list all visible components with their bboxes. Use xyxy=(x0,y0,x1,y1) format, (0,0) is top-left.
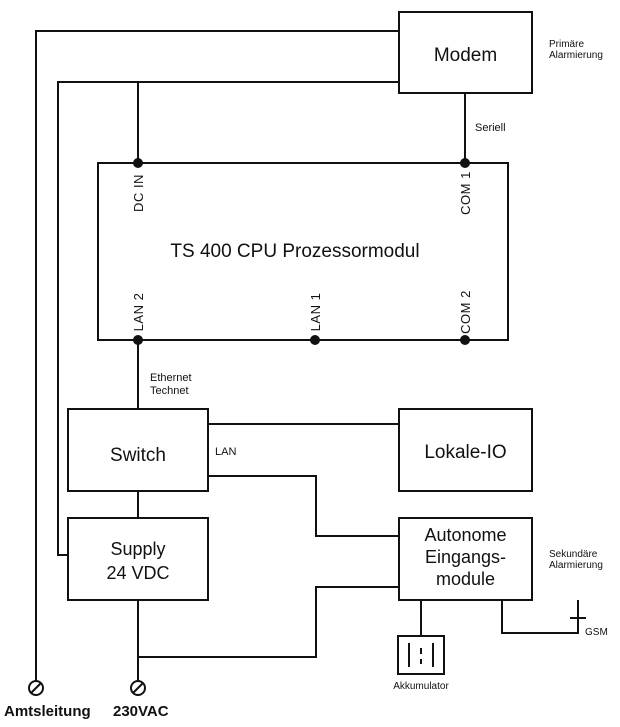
port-com2: COM 2 xyxy=(458,290,473,334)
autonome-label-line-2: Eingangs- xyxy=(425,547,506,567)
ethernet-label-line-1: Ethernet xyxy=(150,372,192,384)
autonome-label-line-1: Autonome xyxy=(424,525,506,545)
gsm-label: GSM xyxy=(585,627,608,638)
akkumulator-icon xyxy=(397,635,445,675)
switch-label: Switch xyxy=(110,445,166,466)
lokale-io-block: Lokale-IO xyxy=(398,408,533,492)
cpu-label: TS 400 CPU Prozessormodul xyxy=(170,241,419,262)
sekundaere-alarmierung-line-2: Alarmierung xyxy=(549,560,603,571)
modem-label: Modem xyxy=(434,45,497,66)
sekundaere-alarmierung-line-1: Sekundäre xyxy=(549,549,598,560)
port-lan2: LAN 2 xyxy=(131,293,146,332)
supply-block: Supply 24 VDC xyxy=(67,517,209,601)
port-com1: COM 1 xyxy=(458,171,473,215)
dot-lan2 xyxy=(133,335,143,345)
wire-supply-modem xyxy=(57,81,399,556)
wire-amtsleitung-modem xyxy=(35,30,399,681)
primaere-alarmierung-line-2: Alarmierung xyxy=(549,50,603,61)
lokale-io-label: Lokale-IO xyxy=(424,442,506,463)
dot-com2 xyxy=(460,335,470,345)
vac-terminal xyxy=(130,680,146,696)
wire-gsm xyxy=(501,600,579,634)
cpu-block: TS 400 CPU Prozessormodul xyxy=(97,162,509,341)
ethernet-label-line-2: Technet xyxy=(150,385,189,397)
dot-com1 xyxy=(460,158,470,168)
switch-block: Switch xyxy=(67,408,209,492)
dot-lan1 xyxy=(310,335,320,345)
wiring xyxy=(35,30,586,681)
vac-label: 230VAC xyxy=(113,703,169,720)
autonome-label-line-3: module xyxy=(436,569,495,589)
amtsleitung-label: Amtsleitung xyxy=(4,703,91,720)
seriell-label: Seriell xyxy=(475,122,506,134)
port-dc-in: DC IN xyxy=(131,174,146,212)
lan-label: LAN xyxy=(215,446,236,458)
port-lan1: LAN 1 xyxy=(308,293,323,332)
supply-label-line-2: 24 VDC xyxy=(106,563,169,583)
wire-lan-autonome xyxy=(208,475,399,537)
amtsleitung-terminal xyxy=(28,680,44,696)
wire-bus-autonome xyxy=(138,586,399,658)
dot-dc-in xyxy=(133,158,143,168)
modem-block: Modem xyxy=(398,11,533,94)
connection-dots xyxy=(133,158,470,345)
supply-label-line-1: Supply xyxy=(110,539,165,559)
primaere-alarmierung-line-1: Primäre xyxy=(549,39,584,50)
akkumulator-label: Akkumulator xyxy=(393,681,449,692)
autonome-block: Autonome Eingangs- module xyxy=(398,517,533,601)
